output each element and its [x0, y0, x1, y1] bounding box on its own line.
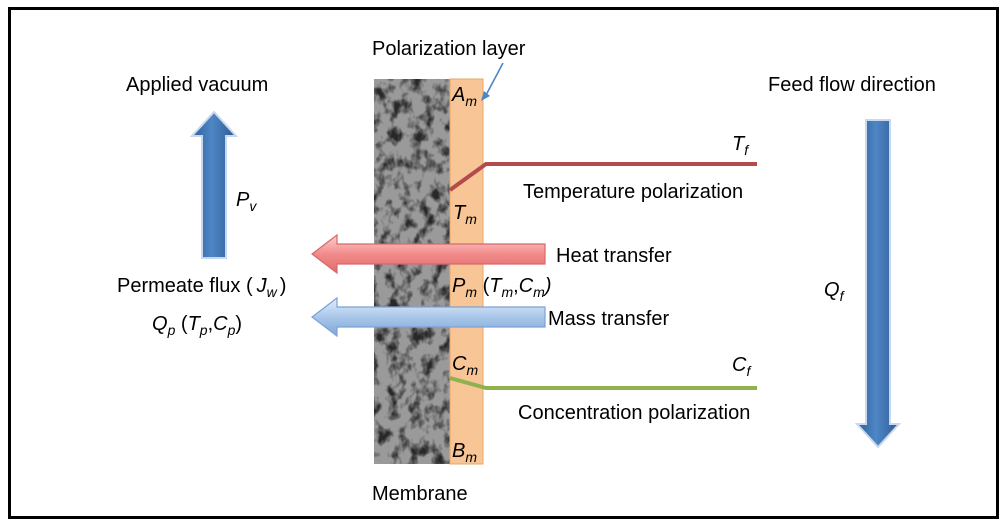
symbol-P-m: Pm (Tm,Cm)	[452, 275, 551, 300]
membrane	[374, 79, 450, 464]
membrane-label: Membrane	[372, 483, 468, 505]
symbol-B-m: Bm	[452, 440, 477, 465]
symbol-C-m: Cm	[452, 353, 478, 378]
symbol-Q-f: Qf	[824, 279, 846, 304]
symbol-T-f: Tf	[732, 133, 750, 158]
symbol-C-f: Cf	[732, 354, 752, 379]
permeate-flux-label: Permeate flux (Jw)	[117, 275, 286, 300]
polarization-layer-label: Polarization layer	[372, 38, 526, 60]
concentration-profile-line	[449, 376, 757, 390]
concentration-polarization-label: Concentration polarization	[518, 402, 750, 424]
polarization-layer-band	[449, 78, 484, 465]
symbol-P-v: Pv	[236, 189, 257, 214]
symbol-T-m: Tm	[453, 202, 477, 227]
symbol-A-m: Am	[451, 84, 477, 109]
temperature-polarization-label: Temperature polarization	[523, 181, 743, 203]
applied-vacuum-label: Applied vacuum	[126, 74, 268, 96]
feed-flow-arrow	[854, 119, 902, 449]
vacuum-arrow	[189, 110, 239, 259]
permeate-Qp-label: Qp (Tp,Cp)	[152, 313, 242, 338]
polarization-pointer-arrow	[481, 62, 504, 101]
temperature-profile-line	[448, 162, 757, 192]
mass-transfer-arrow	[311, 296, 546, 338]
heat-transfer-arrow	[311, 233, 546, 275]
mass-transfer-label: Mass transfer	[548, 308, 669, 330]
feed-flow-direction-label: Feed flow direction	[768, 74, 936, 96]
heat-transfer-label: Heat transfer	[556, 245, 672, 267]
